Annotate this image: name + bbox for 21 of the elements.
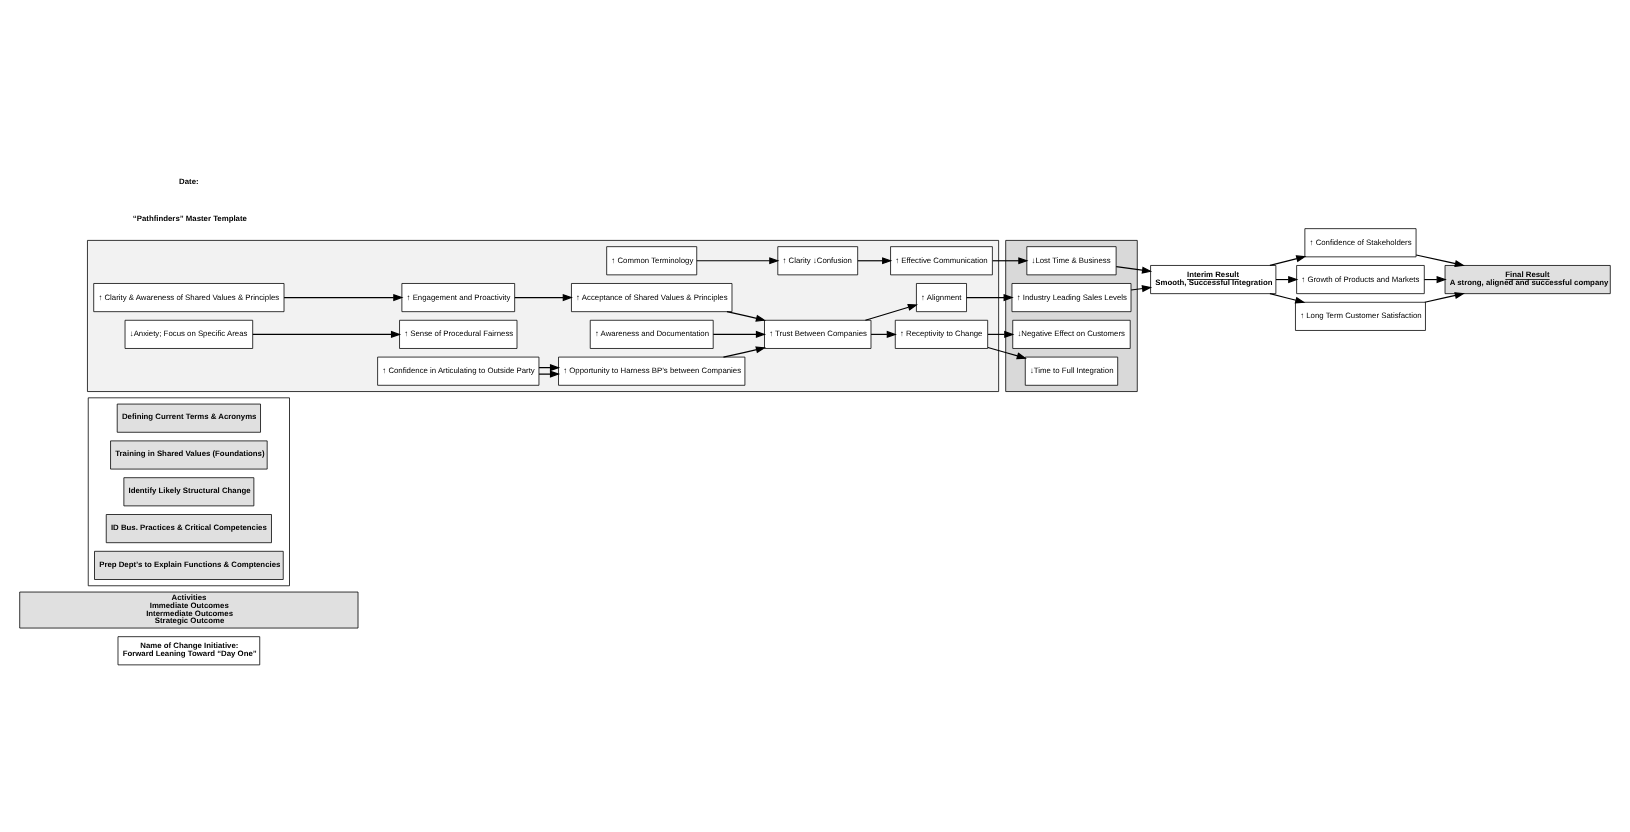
arrow [696,256,780,264]
arrow [1415,253,1465,267]
arrow [857,256,893,264]
arrow [1424,291,1465,302]
arrow [712,329,767,337]
arrow [1269,254,1307,265]
arrow [864,302,918,320]
cluster [87,239,1000,391]
arrow [1130,284,1153,292]
arrow [987,345,1027,359]
arrow [1115,265,1153,273]
arrow [252,329,402,337]
cluster [87,396,290,586]
arrow [726,310,767,321]
arrow [538,369,561,377]
arrow [1269,292,1306,303]
arrow [514,293,573,301]
arrow [992,256,1029,264]
arrow [722,345,766,357]
arrow [283,293,404,301]
arrow [966,293,1014,301]
